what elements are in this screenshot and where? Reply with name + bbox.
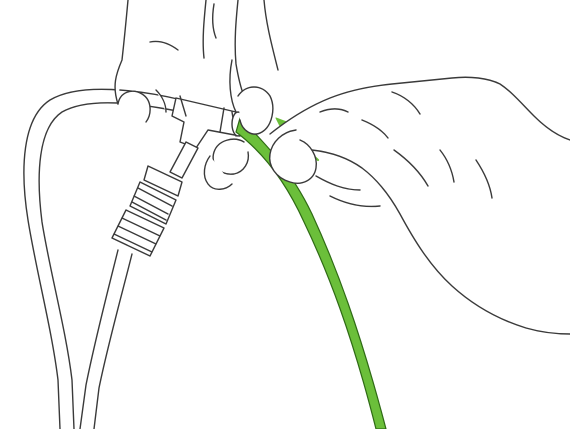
- left-hand: [115, 0, 278, 189]
- stem-tube: [170, 142, 198, 178]
- white-tube-lower: [80, 250, 132, 429]
- right-hand: [270, 77, 570, 334]
- quick-connector: [112, 166, 182, 256]
- white-tube-loop: [24, 89, 182, 429]
